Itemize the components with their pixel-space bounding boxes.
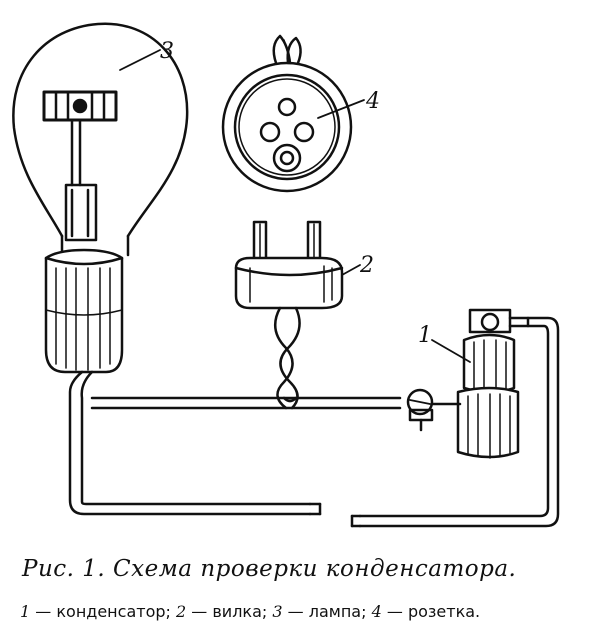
lamp-label: 3: [160, 39, 174, 64]
legend-item-1: 1 — конденсатор;: [20, 602, 171, 621]
diagram: 3 4 2 1: [12, 22, 560, 528]
socket-label: 4: [365, 89, 380, 114]
lamp: [12, 22, 189, 374]
caption-title: Рис. 1. Схема проверки конденсатора.: [22, 556, 517, 582]
plug: [234, 220, 361, 410]
legend-item-4: 4 — розетка.: [371, 602, 481, 621]
socket: [221, 34, 365, 193]
wires: [68, 316, 560, 528]
legend-item-3: 3 — лампа;: [272, 602, 367, 621]
caption-legend: 1 — конденсатор; 2 — вилка; 3 — лампа; 4…: [20, 602, 595, 621]
capacitor: [406, 308, 530, 459]
plug-label: 2: [359, 253, 374, 278]
capacitor-label: 1: [418, 323, 432, 348]
legend-item-2: 2 — вилка;: [176, 602, 268, 621]
